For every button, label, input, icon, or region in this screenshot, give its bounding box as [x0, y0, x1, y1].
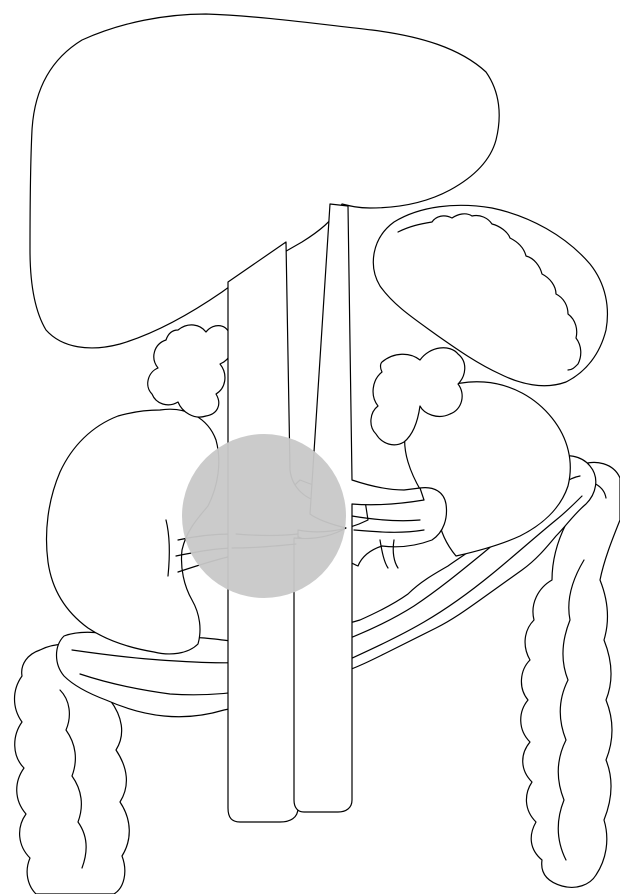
highlight-circle	[182, 434, 346, 598]
right-adrenal-gland	[148, 325, 233, 417]
